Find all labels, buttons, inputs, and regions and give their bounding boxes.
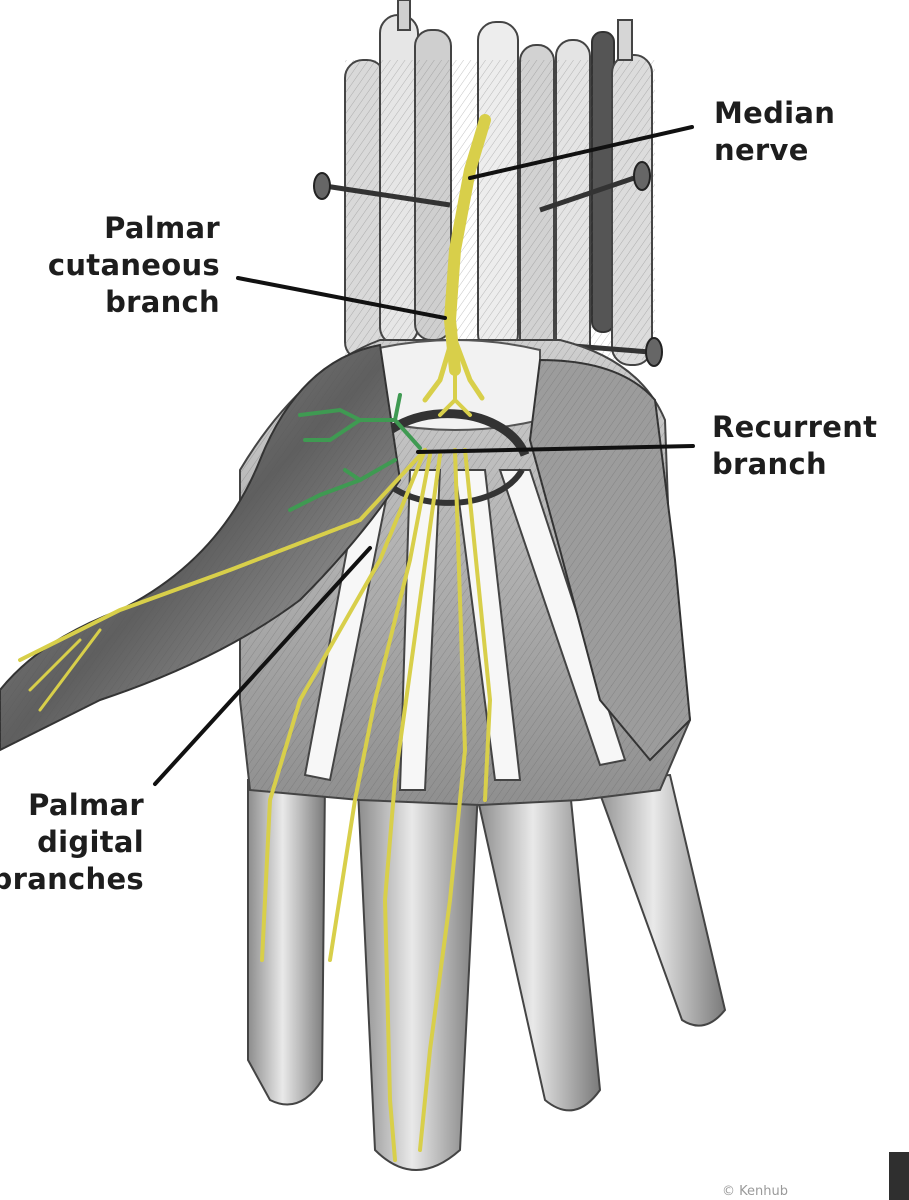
leader-palmar-cutaneous bbox=[236, 276, 447, 320]
source-credit: © Kenhub bbox=[722, 1184, 788, 1199]
label-palmar-cutaneous-branch: Palmar cutaneous branch bbox=[47, 211, 220, 319]
leader-recurrent bbox=[416, 444, 695, 454]
leader-lines bbox=[153, 125, 695, 786]
label-recurrent-branch: Recurrent branch bbox=[712, 410, 878, 481]
hypothenar-muscles bbox=[528, 358, 692, 762]
median-nerve bbox=[18, 114, 493, 1162]
leader-median bbox=[468, 125, 694, 180]
label-median-nerve: Median nerve bbox=[714, 96, 836, 167]
fingers bbox=[247, 773, 727, 1171]
label-palmar-digital-branches: Palmar digital branches bbox=[0, 788, 144, 896]
leader-palmar-digital bbox=[153, 546, 372, 786]
recurrent-branch bbox=[288, 393, 422, 512]
corner-tab bbox=[889, 1152, 909, 1200]
